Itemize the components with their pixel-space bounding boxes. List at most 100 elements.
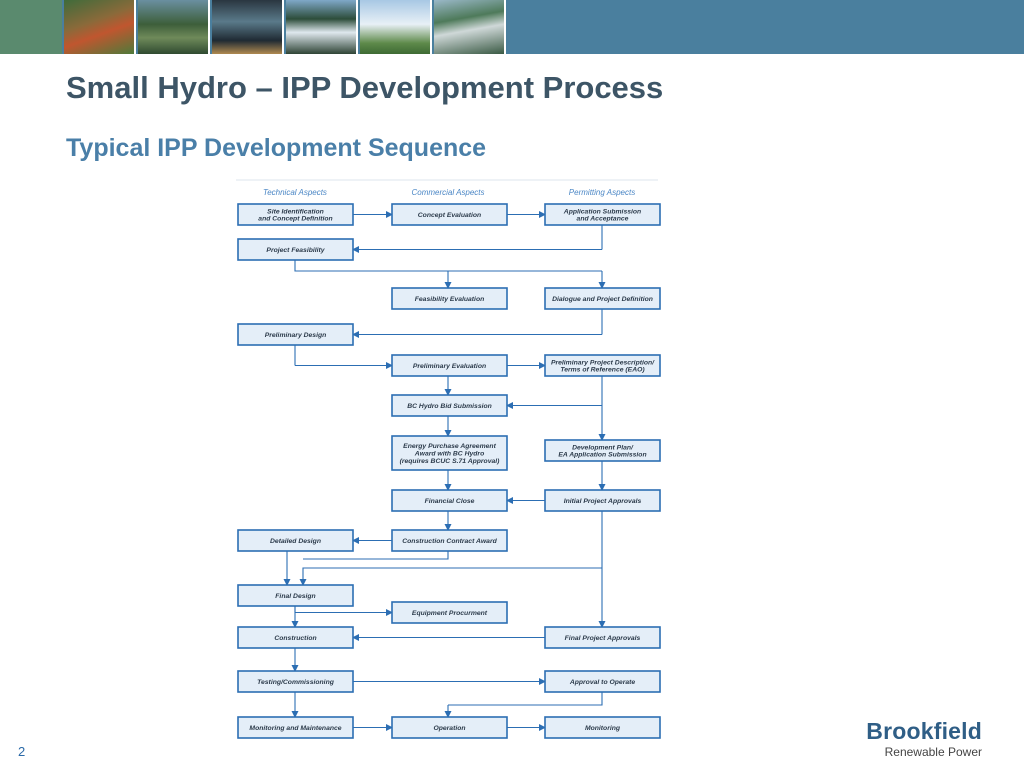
process-box-feas-eval: Feasibility Evaluation bbox=[391, 287, 508, 310]
process-box-prelim-eval: Preliminary Evaluation bbox=[391, 354, 508, 377]
box-label: Monitoring and Maintenance bbox=[249, 725, 341, 732]
logo-tagline: Renewable Power bbox=[884, 745, 982, 759]
forest-dam-photo bbox=[64, 0, 136, 54]
box-label: Construction Contract Award bbox=[402, 538, 497, 545]
box-label: Detailed Design bbox=[270, 538, 321, 545]
box-frame bbox=[544, 716, 661, 739]
dam-lake-photo bbox=[434, 0, 506, 54]
process-box-prelim-design: Preliminary Design bbox=[237, 323, 354, 346]
process-box-equipment: Equipment Procurment bbox=[391, 601, 508, 624]
column-header-2: Permitting Aspects bbox=[569, 188, 635, 197]
box-frame bbox=[391, 529, 508, 552]
box-label: Application Submission bbox=[563, 208, 641, 215]
box-label: Final Project Approvals bbox=[565, 635, 641, 642]
process-box-fin-close: Financial Close bbox=[391, 489, 508, 512]
process-box-construction: Construction bbox=[237, 626, 354, 649]
box-frame bbox=[544, 439, 661, 462]
box-label: Preliminary Project Description/ bbox=[551, 359, 655, 366]
box-label: Site Identification bbox=[267, 208, 324, 215]
box-frame bbox=[544, 489, 661, 512]
process-box-monitoring-maint: Monitoring and Maintenance bbox=[237, 716, 354, 739]
box-frame bbox=[237, 670, 354, 693]
brookfield-logo: Brookfield Renewable Power bbox=[852, 718, 982, 759]
box-label: Project Feasibility bbox=[266, 247, 325, 254]
box-frame bbox=[544, 287, 661, 310]
box-label: Dialogue and Project Definition bbox=[552, 296, 653, 303]
flow-connector bbox=[294, 260, 602, 272]
box-frame bbox=[391, 601, 508, 624]
banner-accent bbox=[0, 0, 62, 54]
box-label: Testing/Commissioning bbox=[257, 679, 335, 686]
box-label: Operation bbox=[433, 725, 465, 732]
column-header-1: Commercial Aspects bbox=[411, 188, 484, 197]
flow-connector bbox=[303, 551, 449, 560]
box-frame bbox=[544, 626, 661, 649]
wind-turbine-photo bbox=[360, 0, 432, 54]
process-box-bid: BC Hydro Bid Submission bbox=[391, 394, 508, 417]
box-frame bbox=[237, 203, 354, 226]
logo-name: Brookfield bbox=[866, 718, 982, 744]
box-label: Award with BC Hydro bbox=[414, 451, 484, 458]
box-frame bbox=[391, 287, 508, 310]
process-box-operation: Operation bbox=[391, 716, 508, 739]
box-label: Approval to Operate bbox=[569, 679, 636, 686]
flow-connector bbox=[448, 692, 603, 706]
control-room-photo bbox=[212, 0, 284, 54]
banner-photo-strip bbox=[62, 0, 506, 54]
process-box-approval-op: Approval to Operate bbox=[544, 670, 661, 693]
box-frame bbox=[391, 716, 508, 739]
process-box-testing: Testing/Commissioning bbox=[237, 670, 354, 693]
process-box-init-approvals: Initial Project Approvals bbox=[544, 489, 661, 512]
box-label: Concept Evaluation bbox=[418, 212, 481, 219]
process-box-concept-eval: Concept Evaluation bbox=[391, 203, 508, 226]
process-box-feasibility: Project Feasibility bbox=[237, 238, 354, 261]
box-label: Financial Close bbox=[425, 498, 475, 505]
slide-title: Small Hydro – IPP Development Process bbox=[66, 70, 664, 105]
waterfall-photo bbox=[286, 0, 358, 54]
box-frame bbox=[544, 203, 661, 226]
development-flowchart: Technical Aspects Commercial Aspects Permi… bbox=[232, 178, 664, 749]
box-label: Feasibility Evaluation bbox=[415, 296, 485, 303]
box-label: Development Plan/ bbox=[572, 444, 634, 451]
box-frame bbox=[237, 584, 354, 607]
process-box-dialogue: Dialogue and Project Definition bbox=[544, 287, 661, 310]
box-frame bbox=[237, 238, 354, 261]
process-box-monitoring: Monitoring bbox=[544, 716, 661, 739]
flowchart-svg: Technical Aspects Commercial Aspects Permi… bbox=[236, 179, 661, 739]
slide-subtitle: Typical IPP Development Sequence bbox=[66, 134, 487, 162]
process-box-detailed: Detailed Design bbox=[237, 529, 354, 552]
column-header-0: Technical Aspects bbox=[263, 188, 327, 197]
box-label: Preliminary Evaluation bbox=[413, 363, 486, 370]
river-dam-photo bbox=[138, 0, 210, 54]
box-frame bbox=[544, 354, 661, 377]
box-label: Preliminary Design bbox=[265, 332, 327, 339]
box-label: BC Hydro Bid Submission bbox=[407, 403, 492, 410]
box-label: EA Application Submission bbox=[558, 452, 646, 459]
box-label: Monitoring bbox=[585, 725, 621, 732]
box-frame bbox=[391, 435, 508, 471]
box-frame bbox=[237, 529, 354, 552]
box-frame bbox=[237, 716, 354, 739]
box-label: Initial Project Approvals bbox=[564, 498, 642, 505]
box-label: Equipment Procurment bbox=[412, 610, 488, 617]
box-frame bbox=[391, 394, 508, 417]
process-box-final-design: Final Design bbox=[237, 584, 354, 607]
flow-arrow bbox=[299, 567, 602, 586]
box-label: Final Design bbox=[275, 593, 315, 600]
box-label: and Concept Definition bbox=[258, 216, 332, 223]
box-label: and Acceptance bbox=[577, 216, 629, 223]
box-frame bbox=[391, 354, 508, 377]
process-box-final-approvals: Final Project Approvals bbox=[544, 626, 661, 649]
box-label: Energy Purchase Agreement bbox=[403, 443, 496, 450]
box-frame bbox=[237, 323, 354, 346]
process-box-dev-plan: Development Plan/EA Application Submissi… bbox=[544, 439, 661, 462]
page-number: 2 bbox=[18, 744, 26, 759]
box-frame bbox=[544, 670, 661, 693]
box-label: Terms of Reference (EAO) bbox=[560, 367, 645, 374]
box-frame bbox=[391, 489, 508, 512]
box-label: Construction bbox=[274, 635, 316, 642]
box-label: (requires BCUC S.71 Approval) bbox=[400, 458, 501, 465]
